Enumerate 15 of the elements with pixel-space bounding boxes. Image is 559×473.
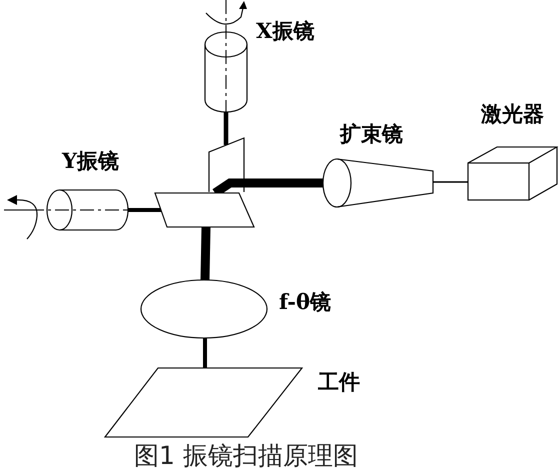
laser-beam bbox=[433, 181, 468, 183]
part-label: 扩束镜 bbox=[340, 121, 403, 146]
motor-shaft bbox=[224, 112, 228, 145]
part-label: 工件 bbox=[318, 369, 360, 394]
laser-beam bbox=[244, 178, 323, 188]
part-label: f-θ镜 bbox=[279, 289, 332, 314]
part-label: 激光器 bbox=[481, 101, 544, 126]
figure-caption: 图1 振镜扫描原理图 bbox=[134, 442, 358, 470]
mirror-plate bbox=[207, 136, 246, 192]
laser-beam bbox=[203, 338, 207, 368]
laser-beam bbox=[200, 226, 210, 280]
part-label: Y振镜 bbox=[62, 148, 119, 173]
part-label: X振镜 bbox=[256, 18, 314, 43]
motor-shaft bbox=[128, 208, 162, 212]
mirror-plate bbox=[152, 192, 256, 229]
